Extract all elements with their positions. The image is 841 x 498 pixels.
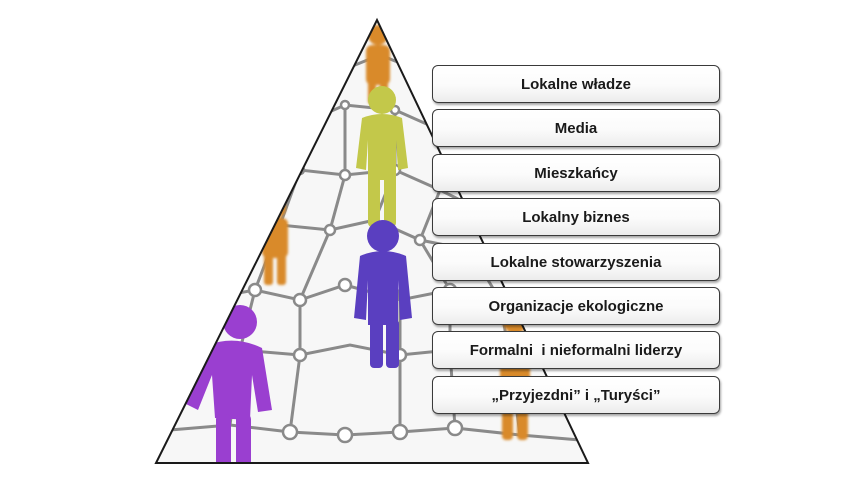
tier-label: Lokalny biznes (522, 208, 630, 226)
network-node (292, 292, 308, 308)
pyramid-outline (154, 17, 590, 464)
blue-person-icon (354, 220, 412, 368)
tier-label: Formalni i nieformalni liderzy (469, 341, 683, 359)
tier-label: Lokalne władze (520, 75, 632, 93)
network-node (338, 168, 352, 182)
tier-box-liderzy: Formalni i nieformalni liderzy (432, 331, 720, 369)
network-node (281, 423, 299, 441)
tier-label: Media (554, 119, 598, 137)
tier-label: Mieszkańcy (534, 164, 618, 182)
network-node (247, 282, 263, 298)
network-node (339, 99, 351, 111)
tier-label: „Przyjezdni” i „Turyści” (491, 386, 661, 404)
network-node (413, 233, 427, 247)
network-node (337, 277, 353, 293)
tier-box-lokalne-wladze: Lokalne władze (432, 65, 720, 103)
tier-box-lokalne-stowarzyszenia: Lokalne stowarzyszenia (432, 243, 720, 281)
tier-box-media: Media (432, 109, 720, 147)
network-node (292, 347, 308, 363)
network-node (336, 426, 354, 444)
network-node (446, 419, 464, 437)
tier-label: Lokalne stowarzyszenia (490, 253, 662, 271)
tier-box-organizacje-ekologiczne: Organizacje ekologiczne (432, 287, 720, 325)
tier-box-mieszkancy: Mieszkańcy (432, 154, 720, 192)
tier-box-lokalny-biznes: Lokalny biznes (432, 198, 720, 236)
green-person-icon (356, 86, 408, 227)
tier-label: Organizacje ekologiczne (488, 297, 664, 315)
network-node (391, 423, 409, 441)
tier-box-przyjezdni-turysci: „Przyjezdni” i „Turyści” (432, 376, 720, 414)
network-node (323, 223, 337, 237)
